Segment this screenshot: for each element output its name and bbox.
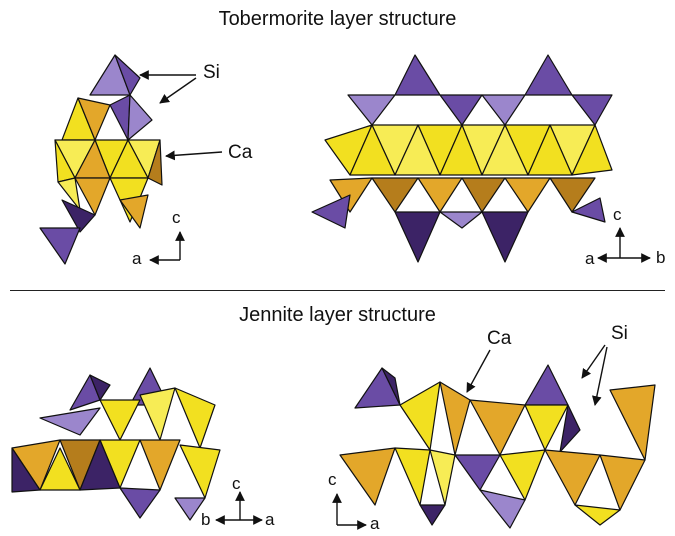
si-tetrahedron [39,227,81,265]
si-tetrahedron [114,54,141,96]
ca-octahedron [399,381,441,451]
si-label: Si [203,62,220,83]
ca-octahedron [174,387,216,449]
axis-b-label: b [201,510,211,529]
si-pointer-arrow [581,344,606,379]
ca-octahedron [571,124,613,176]
jennite-chain-view [339,364,656,529]
axis-c-label: c [613,205,622,224]
tobermorite-side-view [39,54,163,265]
ca-octahedron [147,139,163,186]
ca-octahedron [544,449,601,506]
si-tetrahedron [311,194,351,229]
ca-octahedron [429,449,456,506]
ca-octahedron [524,404,569,451]
si-tetrahedron [524,54,573,96]
ca-octahedron [77,97,111,141]
si-tetrahedron [571,197,606,223]
section-divider [10,290,665,291]
ca-octahedron [394,124,441,176]
tobermorite-title: Tobermorite layer structure [218,8,457,30]
ca-octahedron [439,381,471,456]
ca-octahedron [139,439,181,491]
axis-a-label: a [585,249,595,268]
si-tetrahedron [439,211,483,229]
axis-c-label: c [232,474,241,493]
si-tetrahedron [89,374,111,401]
axis-c-label: c [328,470,337,489]
ca-octahedron [481,124,529,176]
ca-octahedron [349,124,396,176]
si-tetrahedron [559,404,581,453]
axis-c-label: c [172,208,181,227]
si-tetrahedron [79,439,121,491]
si-tetrahedron [394,211,441,263]
ca-pointer-arrow [165,150,223,161]
ca-octahedron [609,384,656,461]
axis-a-label: a [370,514,380,533]
si-tetrahedron [394,54,441,96]
jennite-side-view [11,367,221,521]
si-tetrahedron [61,199,96,233]
si-tetrahedron [419,504,446,526]
ca-octahedron [461,177,506,213]
si-tetrahedron [347,94,396,126]
si-tetrahedron [439,94,483,126]
si-tetrahedron [109,94,131,141]
ca-label: Ca [487,328,512,349]
ca-octahedron [394,447,431,506]
ca-octahedron [599,454,646,511]
jennite-title: Jennite layer structure [239,304,436,326]
ca-octahedron [39,447,81,491]
ca-octahedron [119,194,149,229]
ca-octahedron [574,504,621,526]
ca-label: Ca [228,142,253,163]
si-tetrahedron [174,497,206,521]
si-tetrahedron [39,407,101,436]
ca-octahedron [469,399,526,456]
si-label: Si [611,323,628,344]
ca-octahedron [57,177,81,211]
ca-octahedron [339,447,396,506]
axis-b-label: b [656,248,666,267]
tobermorite-chain-view [311,54,613,263]
ca-octahedron [527,124,573,176]
ca-pointer-arrow [466,349,491,393]
ca-octahedron [139,387,176,441]
axis-a-label: a [265,510,275,529]
ca-octahedron [417,177,463,213]
axis-a-label: a [132,249,142,268]
si-pointer-arrow [591,346,608,406]
si-tetrahedron [119,487,161,519]
ca-octahedron [499,449,546,501]
si-tetrahedron [127,94,153,141]
ca-octahedron [549,177,596,213]
ca-octahedron [99,399,141,441]
ca-octahedron [439,124,483,176]
si-tetrahedron [481,94,526,126]
ca-octahedron [74,177,111,216]
si-tetrahedron [11,447,41,493]
si-tetrahedron [571,94,613,126]
si-tetrahedron [524,364,569,406]
ca-octahedron [371,177,419,213]
si-tetrahedron [481,211,529,263]
ca-octahedron [329,177,373,213]
si-tetrahedron [381,367,401,406]
ca-octahedron [179,444,221,499]
ca-octahedron [504,177,551,213]
si-pointer-arrow [159,77,197,104]
si-tetrahedron [454,454,501,491]
si-tetrahedron [479,489,526,529]
